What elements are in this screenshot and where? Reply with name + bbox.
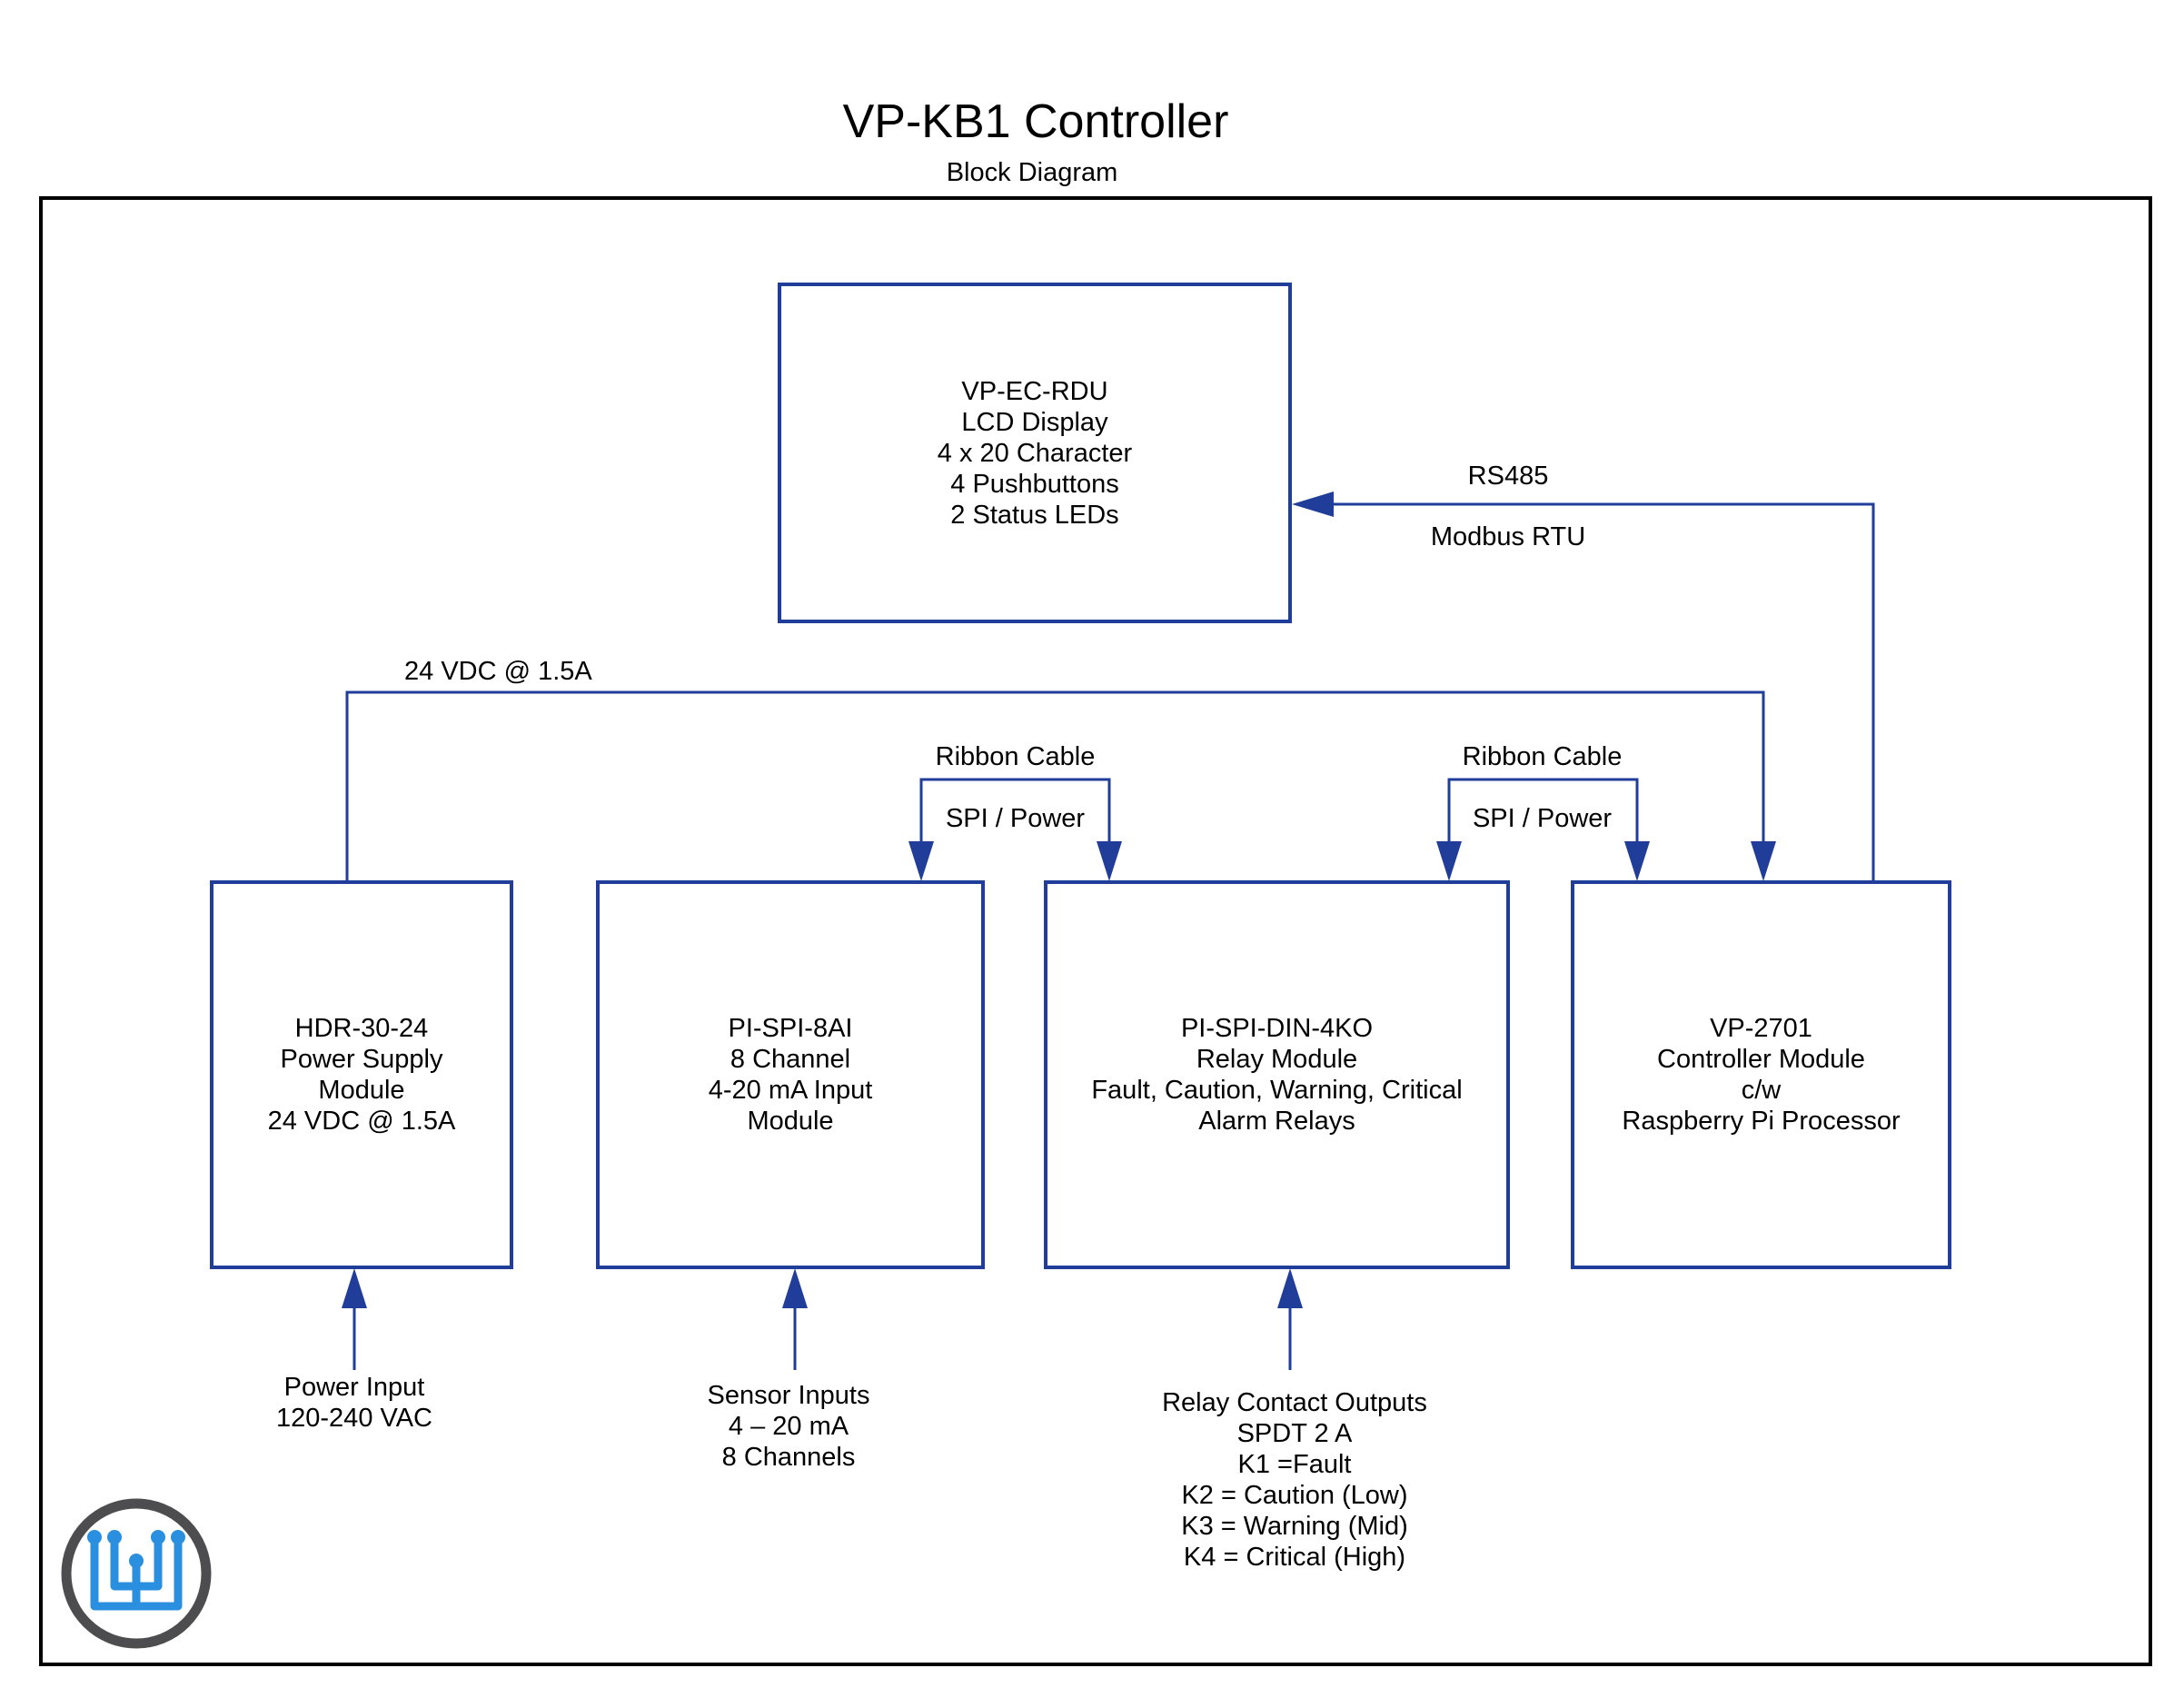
power-input-arrowhead (342, 1268, 367, 1308)
controller-block-line: VP-2701 (1710, 1014, 1812, 1043)
ribbon-cable-right-label: Ribbon Cable (1462, 742, 1623, 771)
power-input-label-line: 120-240 VAC (276, 1404, 432, 1433)
sensor-inputs-label: Sensor Inputs 4 – 20 mA 8 Channels (652, 1380, 925, 1473)
spi-power-left-label: SPI / Power (945, 804, 1086, 833)
relay-output-arrowhead (1277, 1268, 1303, 1308)
rs485-line (1313, 502, 1875, 881)
controller-block-line: Controller Module (1657, 1045, 1865, 1074)
sensor-inputs-label-line: 4 – 20 mA (728, 1412, 849, 1441)
power-supply-block-line: 24 VDC @ 1.5A (267, 1107, 456, 1136)
rs485-label: RS485 (1467, 462, 1549, 491)
relay-outputs-label-line: Relay Contact Outputs (1162, 1388, 1427, 1417)
relay-outputs-label-line: K1 =Fault (1237, 1450, 1352, 1479)
analog-input-block-line: 4-20 mA Input (708, 1076, 873, 1105)
relay-block-line: Relay Module (1196, 1045, 1358, 1074)
sensor-inputs-label-line: Sensor Inputs (707, 1381, 870, 1410)
power-bus-line (345, 690, 1765, 881)
ribbon-right-arrowhead-1 (1436, 841, 1462, 881)
power-bus-arrowhead (1751, 841, 1776, 881)
controller-block-line: c/w (1741, 1076, 1782, 1105)
power-input-label-line: Power Input (283, 1373, 425, 1402)
relay-outputs-label: Relay Contact Outputs SPDT 2 A K1 =Fault… (1113, 1387, 1476, 1573)
relay-outputs-label-line: K4 = Critical (High) (1183, 1543, 1406, 1572)
power-supply-block: HDR-30-24 Power Supply Module 24 VDC @ 1… (210, 880, 513, 1269)
relay-block-line: PI-SPI-DIN-4KO (1180, 1014, 1374, 1043)
controller-block-line: Raspberry Pi Processor (1622, 1107, 1901, 1136)
display-block: VP-EC-RDU LCD Display 4 x 20 Character 4… (778, 283, 1292, 623)
sensor-input-arrowhead (782, 1268, 808, 1308)
analog-input-block-line: PI-SPI-8AI (728, 1014, 853, 1043)
ribbon-left-arrowhead-2 (1097, 841, 1122, 881)
spi-power-right-label: SPI / Power (1472, 804, 1613, 833)
company-logo-icon (61, 1498, 212, 1649)
power-supply-block-line: Power Supply (280, 1045, 443, 1074)
sensor-inputs-label-line: 8 Channels (721, 1443, 856, 1472)
display-block-line: VP-EC-RDU (961, 376, 1108, 406)
power-supply-block-line: Module (318, 1076, 405, 1105)
display-block-line: 4 Pushbuttons (950, 469, 1119, 499)
display-block-line: LCD Display (961, 407, 1108, 437)
relay-block: PI-SPI-DIN-4KO Relay Module Fault, Cauti… (1044, 880, 1510, 1269)
power-supply-block-line: HDR-30-24 (294, 1014, 429, 1043)
diagram-title: VP-KB1 Controller (842, 95, 1229, 148)
relay-block-line: Alarm Relays (1198, 1107, 1355, 1136)
power-input-label: Power Input 120-240 VAC (218, 1372, 491, 1434)
modbus-rtu-label: Modbus RTU (1430, 522, 1586, 551)
controller-block: VP-2701 Controller Module c/w Raspberry … (1571, 880, 1951, 1269)
display-block-line: 2 Status LEDs (950, 500, 1119, 530)
ribbon-left-arrowhead-1 (908, 841, 934, 881)
ribbon-right-arrowhead-2 (1624, 841, 1650, 881)
ribbon-cable-right-line (1447, 778, 1639, 845)
diagram-frame (39, 196, 2152, 1666)
relay-outputs-label-line: SPDT 2 A (1236, 1419, 1353, 1448)
analog-input-block-line: Module (747, 1107, 834, 1136)
ribbon-cable-left-label: Ribbon Cable (935, 742, 1096, 771)
power-bus-label: 24 VDC @ 1.5A (404, 657, 592, 686)
relay-outputs-label-line: K3 = Warning (Mid) (1181, 1512, 1408, 1541)
relay-outputs-label-line: K2 = Caution (Low) (1181, 1481, 1408, 1510)
rs485-arrowhead (1292, 492, 1334, 517)
analog-input-block: PI-SPI-8AI 8 Channel 4-20 mA Input Modul… (596, 880, 985, 1269)
diagram-subtitle: Block Diagram (946, 158, 1118, 187)
relay-block-line: Fault, Caution, Warning, Critical (1091, 1076, 1463, 1105)
display-block-line: 4 x 20 Character (937, 438, 1133, 468)
analog-input-block-line: 8 Channel (730, 1045, 851, 1074)
ribbon-cable-left-line (919, 778, 1111, 845)
